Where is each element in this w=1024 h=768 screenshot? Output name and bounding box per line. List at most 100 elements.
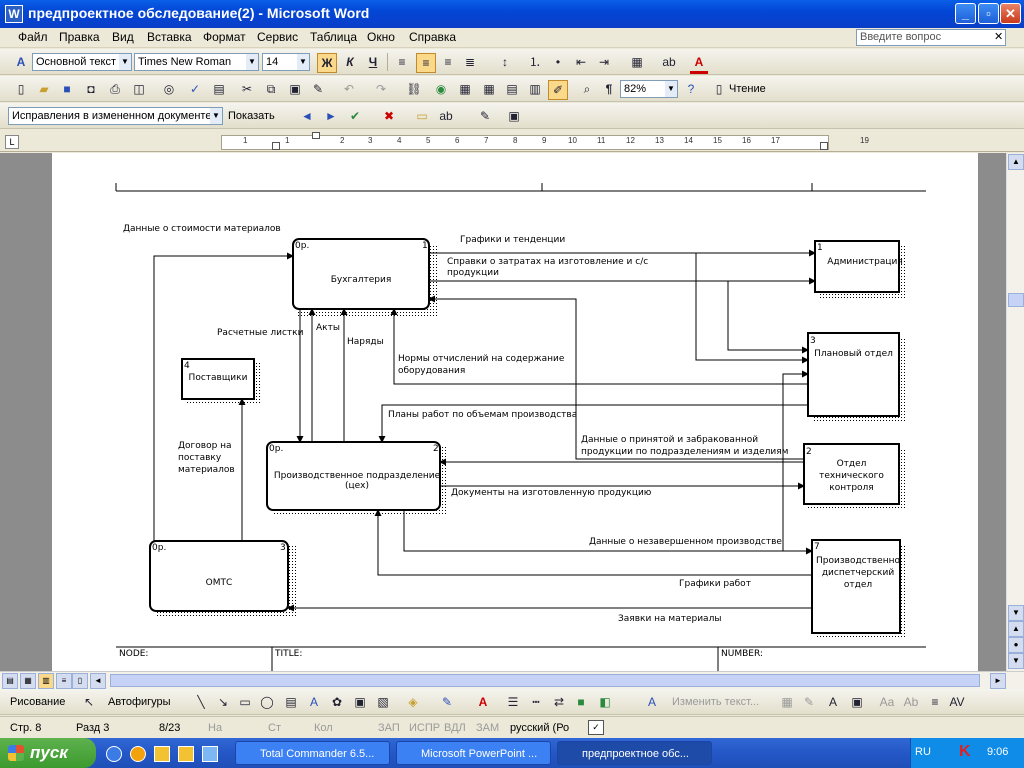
minimize-button[interactable]: _ — [955, 3, 976, 24]
menu-tools[interactable]: Сервис — [257, 30, 299, 44]
styles-pane-icon[interactable]: A — [16, 55, 26, 69]
scroll-right-icon[interactable]: ► — [990, 673, 1006, 689]
close-button[interactable]: ✕ — [1000, 3, 1021, 24]
diagram-icon[interactable]: ✿ — [331, 695, 343, 709]
rectangle-icon[interactable]: ▭ — [239, 695, 251, 709]
zoom-select[interactable]: 82%▼ — [620, 80, 678, 98]
scroll-left-icon[interactable]: ◄ — [90, 673, 106, 689]
shadow-style-icon[interactable]: ■ — [577, 695, 585, 709]
align-center-icon[interactable]: ≡ — [416, 53, 436, 73]
oval-icon[interactable]: ◯ — [260, 695, 274, 709]
font-color-icon[interactable]: A — [690, 53, 708, 74]
language-indicator[interactable]: RU — [915, 746, 931, 758]
explorer-icon[interactable] — [154, 746, 170, 762]
text-wrapping-icon[interactable]: ▣ — [851, 695, 863, 709]
horizontal-scrollbar[interactable]: ▤ ▦ ▥ ≡ ▯ ◄ ► — [0, 671, 1024, 689]
previous-page-icon[interactable]: ▲ — [1008, 621, 1024, 637]
menu-format[interactable]: Формат — [203, 30, 246, 44]
status-extend[interactable]: ВДЛ — [444, 722, 466, 734]
status-track-changes[interactable]: ИСПР — [409, 722, 441, 734]
edit-text-button[interactable]: Изменить текст... — [672, 696, 760, 708]
drawing-menu[interactable]: Рисование — [10, 696, 66, 708]
reading-layout-icon[interactable]: ▯ — [72, 673, 88, 689]
status-record-macro[interactable]: ЗАП — [378, 722, 400, 734]
next-page-icon[interactable]: ▼ — [1008, 653, 1024, 669]
task-word-document[interactable]: предпроектное обс... — [557, 741, 712, 765]
document-page[interactable]: 0р. 1 Бухгалтерия 0р. 2 Производственное… — [52, 153, 978, 671]
track-changes-icon[interactable]: ✎ — [479, 109, 491, 123]
autoshapes-menu[interactable]: Автофигуры — [108, 696, 171, 708]
clock[interactable]: 9:06 — [987, 746, 1009, 758]
insert-excel-icon[interactable]: ▤ — [506, 82, 518, 96]
dash-style-icon[interactable]: ┅ — [532, 695, 540, 709]
display-for-review-select[interactable]: Исправления в измененном документе▼ — [8, 107, 223, 125]
horizontal-scroll-thumb[interactable] — [110, 674, 980, 687]
font-color-icon[interactable]: A — [478, 695, 488, 709]
document-map-icon[interactable]: ⌕ — [583, 82, 591, 96]
antivirus-icon[interactable]: K — [959, 743, 971, 760]
menu-help[interactable]: Справка — [409, 30, 457, 44]
font-size-select[interactable]: 14▼ — [262, 53, 310, 71]
show-formatting-icon[interactable]: ¶ — [605, 82, 613, 96]
align-right-icon[interactable]: ≡ — [444, 55, 452, 69]
ie-icon[interactable] — [106, 746, 122, 762]
vertical-scrollbar[interactable]: ▲ ▼ ▲ ● ▼ — [1006, 153, 1024, 671]
scroll-down-icon[interactable]: ▼ — [1008, 605, 1024, 621]
menu-table[interactable]: Таблица — [310, 30, 358, 44]
status-language[interactable]: русский (Ро — [510, 722, 570, 734]
drawing-toggle-icon[interactable]: ✐ — [548, 80, 568, 100]
highlight-icon[interactable]: ab — [662, 55, 676, 69]
decrease-indent-icon[interactable]: ⇤ — [575, 55, 587, 69]
normal-view-icon[interactable]: ▤ — [2, 673, 18, 689]
task-total-commander[interactable]: Total Commander 6.5... — [235, 741, 390, 765]
character-spacing-icon[interactable]: AV — [949, 695, 965, 709]
save-icon[interactable]: ■ — [63, 82, 71, 96]
3d-style-icon[interactable]: ◧ — [599, 695, 611, 709]
quicklaunch-icon[interactable] — [178, 746, 194, 762]
line-style-icon[interactable]: ☰ — [507, 695, 519, 709]
columns-icon[interactable]: ▥ — [529, 82, 541, 96]
insert-comment-icon[interactable]: ▭ — [416, 109, 428, 123]
document-area[interactable]: 0р. 1 Бухгалтерия 0р. 2 Производственное… — [0, 153, 1006, 671]
insert-table-icon[interactable]: ▦ — [483, 82, 495, 96]
scroll-up-icon[interactable]: ▲ — [1008, 154, 1024, 170]
wordart-icon[interactable]: A — [309, 695, 318, 709]
font-select[interactable]: Times New Roman▼ — [134, 53, 259, 71]
new-document-icon[interactable]: ▯ — [17, 82, 25, 96]
select-objects-icon[interactable]: ↖ — [83, 695, 95, 709]
show-desktop-icon[interactable] — [202, 746, 218, 762]
cut-icon[interactable]: ✂ — [241, 82, 253, 96]
select-browse-object-icon[interactable]: ● — [1008, 637, 1024, 653]
close-doc-icon[interactable]: ✕ — [994, 31, 1004, 43]
menu-file[interactable]: Файл — [18, 30, 48, 44]
show-button[interactable]: Показать — [228, 110, 275, 122]
research-icon[interactable]: ◎ — [163, 82, 175, 96]
paste-icon[interactable]: ▣ — [289, 82, 301, 96]
redo-icon[interactable]: ↷ — [375, 82, 387, 96]
menu-view[interactable]: Вид — [112, 30, 134, 44]
bullet-list-icon[interactable]: • — [555, 55, 561, 69]
maximize-button[interactable]: ▫ — [978, 3, 999, 24]
highlight-icon[interactable]: ab — [439, 109, 453, 123]
increase-indent-icon[interactable]: ⇥ — [598, 55, 610, 69]
text-box-icon[interactable]: ▤ — [285, 695, 297, 709]
wordart-shape-icon[interactable]: A — [828, 695, 837, 709]
reject-change-icon[interactable]: ✖ — [383, 109, 395, 123]
reviewing-pane-icon[interactable]: ▣ — [508, 109, 520, 123]
wordart-gallery-icon[interactable]: ▦ — [781, 695, 793, 709]
next-change-icon[interactable]: ► — [325, 109, 337, 123]
word-app-icon[interactable]: W — [5, 5, 23, 23]
tab-selector[interactable]: L — [5, 135, 19, 149]
ask-question-input[interactable]: Введите вопрос — [856, 29, 1006, 46]
fill-color-icon[interactable]: ◈ — [408, 695, 418, 709]
bold-button[interactable]: Ж — [317, 53, 337, 73]
accept-change-icon[interactable]: ✔ — [349, 109, 361, 123]
line-spacing-icon[interactable]: ↕ — [502, 55, 508, 69]
menu-insert[interactable]: Вставка — [147, 30, 192, 44]
print-layout-icon[interactable]: ▥ — [38, 673, 54, 689]
outline-view-icon[interactable]: ≡ — [56, 673, 72, 689]
insert-picture-icon[interactable]: ▧ — [377, 695, 389, 709]
title-bar[interactable]: W предпроектное обследование(2) - Micros… — [0, 0, 1024, 28]
help-icon[interactable]: ? — [687, 82, 695, 96]
print-icon[interactable]: ⎙ — [110, 82, 120, 96]
